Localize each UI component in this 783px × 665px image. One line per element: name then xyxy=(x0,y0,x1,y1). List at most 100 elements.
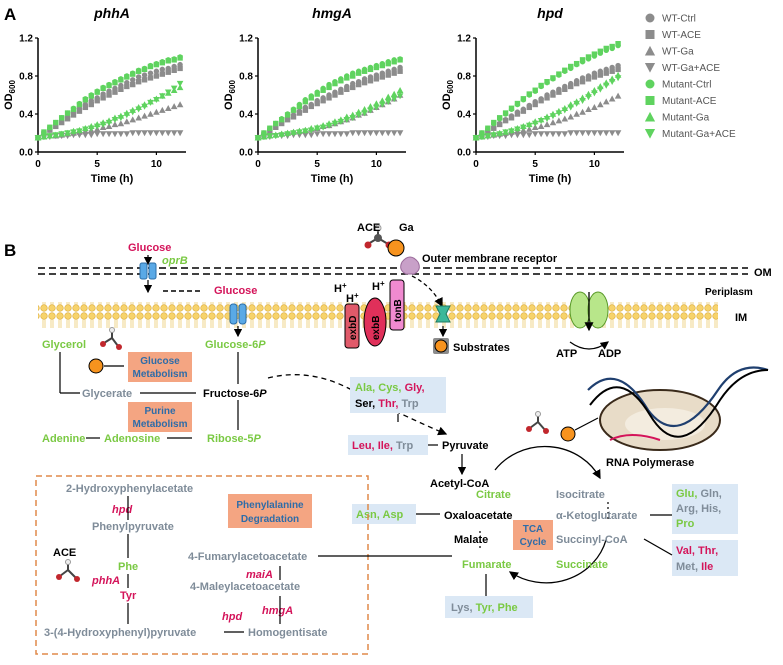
data-point xyxy=(390,96,398,103)
data-point xyxy=(391,70,397,76)
data-point xyxy=(47,127,53,133)
data-point xyxy=(591,90,598,97)
data-point xyxy=(159,106,166,113)
data-point xyxy=(550,92,556,98)
data-point xyxy=(176,130,184,137)
data-point xyxy=(105,119,113,126)
data-point xyxy=(170,130,178,137)
data-point xyxy=(307,132,315,139)
svg-text:Metabolism: Metabolism xyxy=(132,369,187,380)
data-point xyxy=(147,75,154,81)
substrates-label: Substrates xyxy=(453,342,510,354)
data-point xyxy=(290,107,297,113)
data-point xyxy=(124,74,130,80)
x-tick-label: 10 xyxy=(589,159,601,170)
legend-label: Mutant-Ga+ACE xyxy=(662,129,736,140)
data-point xyxy=(367,130,374,137)
data-point xyxy=(320,98,326,104)
purine-metabolism-box: Purine Metabolism xyxy=(128,402,192,432)
data-point xyxy=(147,130,154,137)
substrate-transporter-icon xyxy=(435,305,451,323)
data-point xyxy=(585,94,592,101)
im-label: IM xyxy=(735,312,747,324)
x-tick-label: 0 xyxy=(255,159,261,170)
data-point xyxy=(508,132,515,139)
data-point xyxy=(597,130,604,137)
svg-text:TCA: TCA xyxy=(523,524,544,535)
legend-label: Mutant-Ga xyxy=(662,113,710,124)
data-point xyxy=(153,108,160,115)
data-point xyxy=(609,68,615,74)
outer-membrane xyxy=(38,267,748,275)
data-point xyxy=(70,106,77,112)
svg-text:Leu, Ile, Trp: Leu, Ile, Trp xyxy=(352,440,413,452)
periplasm-label: Periplasm xyxy=(705,287,753,298)
data-point xyxy=(490,132,498,139)
data-point xyxy=(361,110,368,117)
legend-marker xyxy=(644,129,656,139)
data-point xyxy=(526,104,532,111)
data-point xyxy=(384,93,392,100)
data-point xyxy=(284,131,291,138)
legend-marker xyxy=(645,79,655,89)
data-point xyxy=(170,85,178,92)
x-tick-label: 0 xyxy=(35,159,41,170)
data-point xyxy=(130,81,136,88)
maleylacetoacetate-label: 4-Maleylacetoacetate xyxy=(190,581,300,593)
data-point xyxy=(141,66,148,73)
rna-polymerase-icon xyxy=(587,366,769,451)
citrate-label: Citrate xyxy=(476,489,511,501)
data-point xyxy=(361,79,368,86)
data-point xyxy=(390,90,398,97)
data-point xyxy=(579,79,586,85)
data-point xyxy=(496,131,503,138)
data-point xyxy=(46,133,54,140)
data-point xyxy=(267,128,273,134)
proton-label-3: H+ xyxy=(372,279,385,293)
x-tick-label: 5 xyxy=(314,159,320,170)
data-point xyxy=(502,110,509,116)
data-point xyxy=(58,115,65,121)
y-axis-label: OD600 xyxy=(441,80,455,110)
data-point xyxy=(549,131,557,138)
data-point xyxy=(159,71,166,77)
ace-molecule-rnap-icon xyxy=(526,411,549,434)
isocitrate-label: Isocitrate xyxy=(556,489,605,501)
data-point xyxy=(568,63,574,70)
data-point xyxy=(82,126,89,133)
y-axis-label: OD600 xyxy=(3,80,17,110)
data-point xyxy=(302,128,309,135)
data-point xyxy=(147,63,154,70)
glycerate-label: Glycerate xyxy=(82,388,132,400)
hpd-enzyme-1: hpd xyxy=(112,504,132,516)
data-point xyxy=(549,119,557,126)
fructose-6p-label: Fructose-6P xyxy=(203,388,267,400)
data-point xyxy=(602,82,610,89)
outer-membrane-receptor-icon xyxy=(400,256,420,275)
data-point xyxy=(325,131,333,138)
data-point xyxy=(64,110,71,116)
data-point xyxy=(170,103,178,110)
data-point xyxy=(355,112,362,119)
chart-title: phhA xyxy=(93,5,130,21)
svg-text:Pro: Pro xyxy=(676,518,695,530)
glucose-outer-label: Glucose xyxy=(128,242,171,254)
data-point xyxy=(614,130,622,137)
data-point xyxy=(597,48,604,54)
data-point xyxy=(159,66,166,73)
data-point xyxy=(562,67,568,73)
data-point xyxy=(538,82,544,89)
data-point xyxy=(556,89,562,95)
y-tick-label: 0.0 xyxy=(457,148,471,159)
data-point xyxy=(326,95,332,101)
tonb-protein-icon: tonB xyxy=(389,279,405,331)
data-point xyxy=(544,79,550,85)
legend-label: Mutant-Ctrl xyxy=(662,80,711,91)
legend-marker xyxy=(644,45,656,56)
y-tick-label: 0.0 xyxy=(239,148,253,159)
data-point xyxy=(53,123,59,130)
y-tick-label: 0.8 xyxy=(239,72,253,83)
data-point xyxy=(579,108,586,115)
